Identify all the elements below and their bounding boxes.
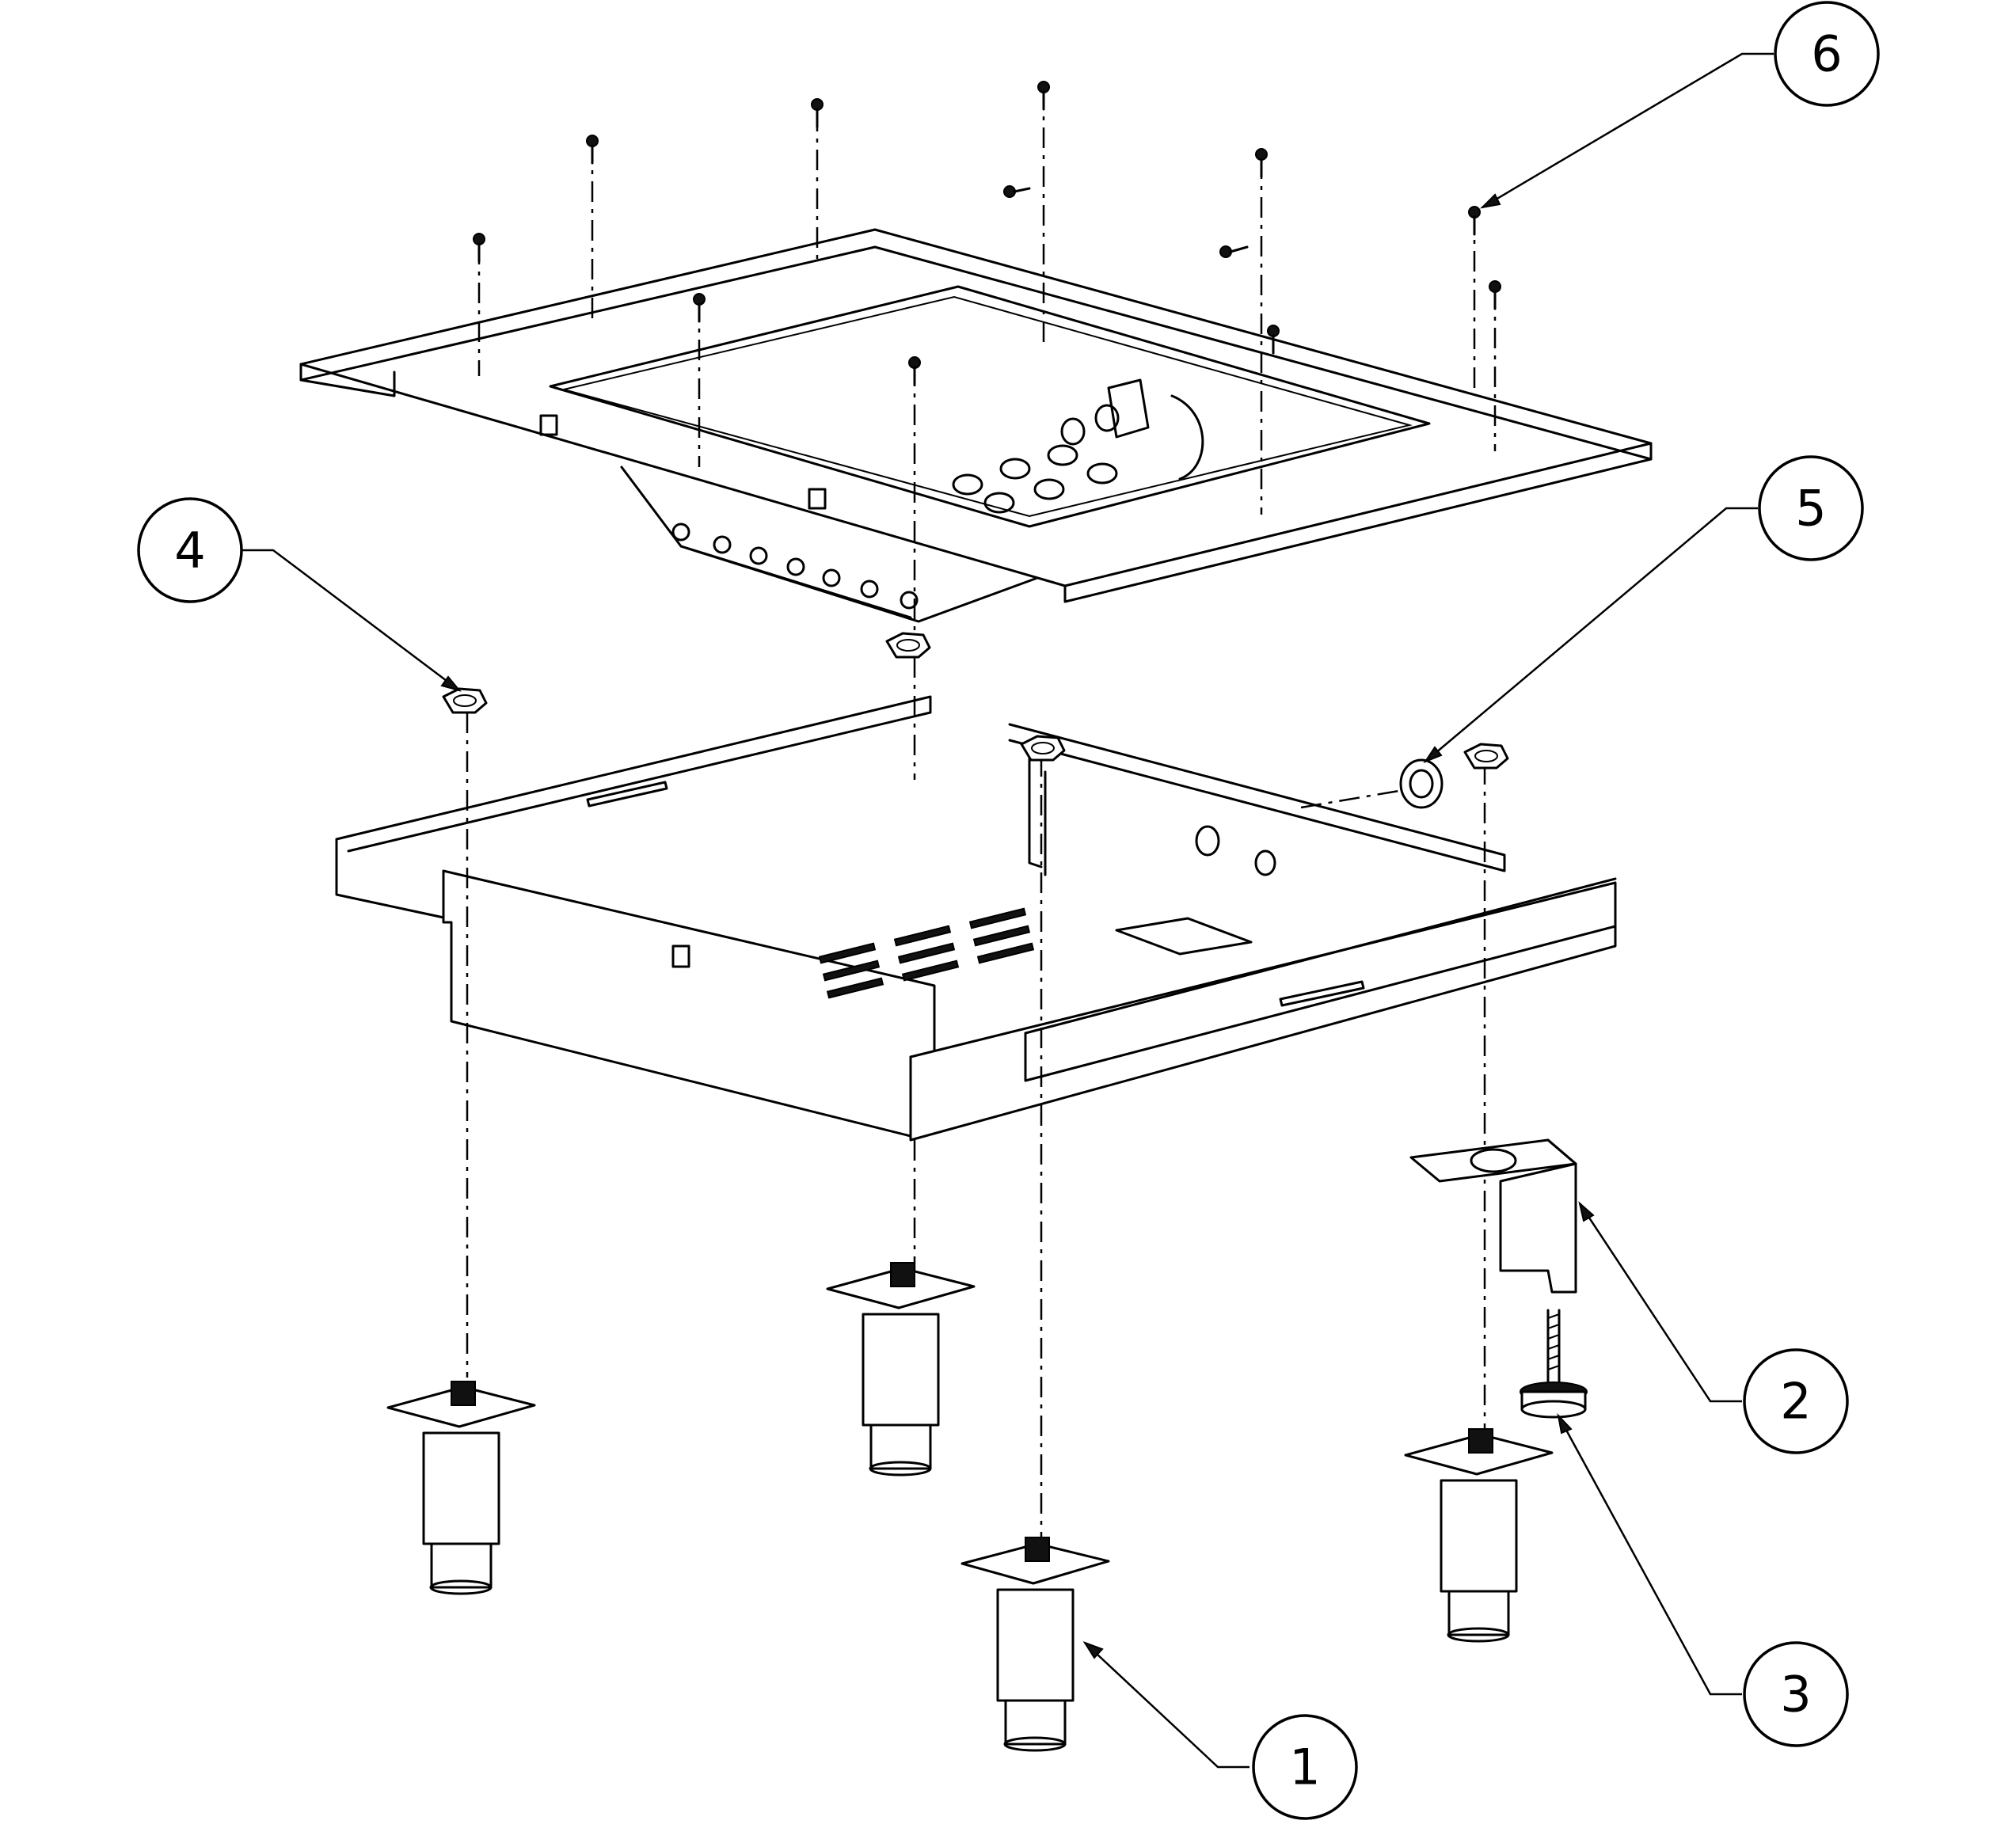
callout-1: 1 <box>1252 1714 1358 1820</box>
callout-4-label: 4 <box>174 522 205 580</box>
screw <box>693 293 706 323</box>
nut <box>1020 735 1066 762</box>
legs <box>386 1262 1554 1752</box>
leg <box>386 1381 536 1595</box>
callout-3: 3 <box>1743 1641 1849 1747</box>
screw <box>1489 280 1501 310</box>
screw <box>1468 206 1481 236</box>
screw <box>1003 185 1031 198</box>
nut <box>885 632 931 659</box>
leg <box>1404 1428 1554 1643</box>
nut <box>442 687 488 714</box>
callout-6: 6 <box>1774 1 1880 107</box>
base-pan <box>335 695 1617 1142</box>
leg <box>960 1537 1110 1752</box>
base-vents <box>818 907 1035 999</box>
callout-2-label: 2 <box>1780 1373 1811 1431</box>
screw <box>1219 245 1249 258</box>
nuts <box>442 632 1509 770</box>
callout-1-label: 1 <box>1289 1739 1320 1796</box>
callout-leaders <box>242 52 1774 1769</box>
screw <box>908 356 921 386</box>
callout-2: 2 <box>1743 1348 1849 1454</box>
leg-bracket <box>1409 1138 1577 1294</box>
panel-floor-holes <box>952 404 1120 514</box>
screw <box>473 233 485 263</box>
callout-5: 5 <box>1758 455 1864 561</box>
screw <box>1267 325 1280 355</box>
leveling-bolt <box>1520 1309 1588 1419</box>
callout-6-label: 6 <box>1811 25 1842 83</box>
top-panel <box>299 228 1653 623</box>
screw <box>1037 81 1050 111</box>
screw <box>1255 148 1268 178</box>
screws <box>473 81 1501 386</box>
callout-4: 4 <box>137 497 243 603</box>
nut <box>1463 743 1509 770</box>
leg <box>826 1262 976 1476</box>
hopper-holes <box>671 523 919 610</box>
callout-3-label: 3 <box>1780 1666 1811 1723</box>
callout-5-label: 5 <box>1795 480 1826 538</box>
screw <box>811 98 824 128</box>
screw <box>586 135 599 165</box>
grommet <box>1399 758 1444 809</box>
assembly-centerlines <box>466 89 1497 1548</box>
